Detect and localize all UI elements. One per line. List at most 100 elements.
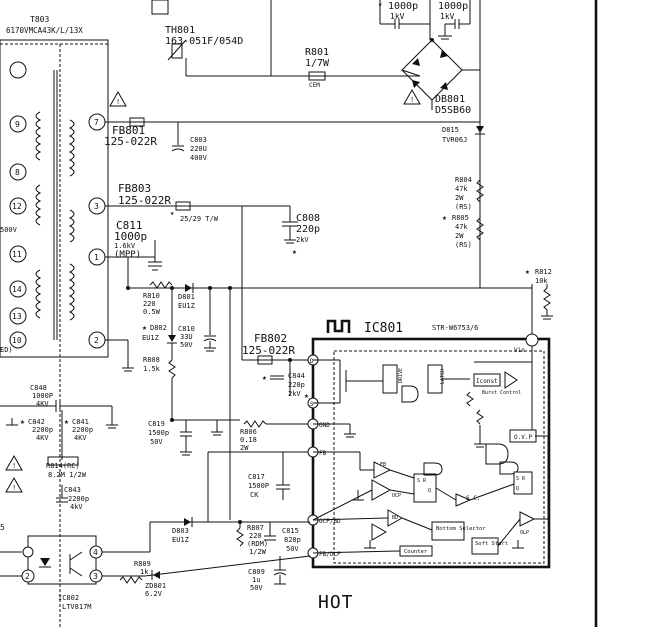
svg-text:0.5W: 0.5W [143,308,161,316]
svg-text:4: 4 [93,548,98,557]
svg-text:2: 2 [25,572,30,581]
svg-text:C810: C810 [178,325,195,333]
svg-text:★: ★ [292,247,297,256]
svg-text:Q: Q [516,486,519,492]
ferrite-fb803: FB803 125-022R ★ 25/29 T/W C808 220p 2kV… [105,182,320,360]
svg-text:C811: C811 [116,219,143,232]
svg-text:50V: 50V [286,545,299,553]
svg-text:2W: 2W [240,444,249,452]
svg-text:ZD801: ZD801 [145,582,166,590]
resistor-r807: R807 220 (RDM) 1/2W [236,522,268,556]
svg-text:GND: GND [319,422,330,429]
svg-text:1: 1 [94,253,99,262]
svg-text:163-051F/054D: 163-051F/054D [165,36,243,47]
svg-text:Soft Start: Soft Start [475,541,508,547]
svg-text:125-022R: 125-022R [118,194,171,207]
thermistor-th801: TH801 163-051F/054D [151,0,420,77]
svg-text:★: ★ [64,417,69,426]
svg-text:220: 220 [143,300,156,308]
svg-text:LTV817M: LTV817M [62,603,92,611]
svg-text:R806: R806 [240,428,257,436]
svg-text:2200p: 2200p [68,495,89,503]
svg-text:TH801: TH801 [165,25,195,36]
svg-text:ED): ED) [0,346,13,354]
svg-text:400V: 400V [190,154,208,162]
svg-text:10k: 10k [535,277,548,285]
svg-text:4KV: 4KV [74,434,87,442]
svg-text:Counter: Counter [404,549,428,555]
svg-text:S: S [310,401,314,408]
svg-text:220U: 220U [190,145,207,153]
svg-text:Vin: Vin [514,347,525,354]
svg-text:!: ! [116,98,120,106]
svg-text:R804: R804 [455,176,472,184]
svg-text:1/7W: 1/7W [305,58,330,69]
svg-text:11: 11 [12,250,22,259]
svg-text:DRIVE: DRIVE [398,368,404,383]
svg-text:2W: 2W [455,194,464,202]
capacitor-c844: ★ C844 220p 2kV ★ [262,372,309,400]
svg-text:1kV: 1kV [390,12,405,21]
svg-text:S R: S R [516,476,526,482]
svg-text:Bottom Selector: Bottom Selector [436,526,486,532]
svg-text:1.5k: 1.5k [143,365,161,373]
svg-text:Q: Q [428,488,431,494]
svg-text:D815: D815 [442,126,459,134]
svg-text:D801: D801 [178,293,195,301]
svg-text:500V: 500V [0,226,18,234]
svg-text:R810: R810 [143,292,160,300]
svg-text:8: 8 [15,168,20,177]
svg-text:IC802: IC802 [58,594,79,602]
svg-text:6.2V: 6.2V [145,590,163,598]
bridge-rectifier-db801: ! DB801 D5SB60 [401,0,481,285]
svg-text:7: 7 [94,118,99,127]
svg-text:50V: 50V [180,341,193,349]
svg-text:C841: C841 [72,418,89,426]
svg-text:1000p: 1000p [114,230,147,243]
svg-text:★: ★ [142,323,147,332]
t803-ref: T803 [30,15,49,24]
svg-text:3: 3 [94,202,99,211]
svg-text:1500P: 1500P [248,482,269,490]
capacitor-c817: C817 1500P CK [248,451,310,500]
svg-text:4kV: 4kV [70,503,83,511]
svg-text:FB802: FB802 [254,332,287,345]
svg-text:Iconst: Iconst [476,378,498,385]
svg-text:R805: R805 [452,214,469,222]
svg-text:D: D [310,358,314,365]
svg-text:1000P: 1000P [32,392,53,400]
resistors-r804-r805: R804 47k 2W (RS) ★ R805 47k 2W (RS) [442,176,484,249]
capacitor-c843: C843 2200p 4kV [56,485,89,511]
svg-text:FB803: FB803 [118,182,151,195]
svg-text:25/29 T/W: 25/29 T/W [180,215,219,223]
capacitor-c809: C809 1u 50V [248,556,287,592]
svg-text:125-022R: 125-022R [242,344,295,357]
svg-text:47k: 47k [455,185,468,193]
transformer-t803: T803 6170VMCA43K/L/13X 9 8 12 11 14 13 1… [0,15,127,627]
resistor-r814: R814(RC) 8.2M 1/2W [46,456,87,479]
svg-text:(MPP): (MPP) [114,250,141,260]
svg-text:1000p: 1000p [438,1,468,12]
svg-text:OCP/BD: OCP/BD [319,518,341,525]
svg-text:8.2M 1/2W: 8.2M 1/2W [48,471,87,479]
svg-text:R812: R812 [535,268,552,276]
svg-text:★: ★ [170,209,175,217]
svg-text:2kV: 2kV [288,390,301,398]
capacitors-c848-c841: C848 1000P 4KV ★ C842 2200p 4KV ★ C841 2… [0,384,118,493]
svg-text:(RDM): (RDM) [247,540,268,548]
svg-text:33U: 33U [180,333,193,341]
svg-text:C809: C809 [248,568,265,576]
svg-text:220p: 220p [288,381,305,389]
svg-text:13: 13 [12,312,22,321]
svg-text:4KV: 4KV [36,400,49,408]
svg-text:FB/OLP: FB/OLP [319,551,341,558]
resistor-r806: R806 0.18 2W [240,420,310,452]
svg-text:2kV: 2kV [296,236,309,244]
zener-zd801: ZD801 6.2V [144,555,311,598]
capacitor-c815: C815 820p 50V [264,522,301,553]
optocoupler-ltv817m: 4 2 3 IC802 LTV817M [0,535,150,611]
svg-text:C819: C819 [148,420,165,428]
ic801: IC801 STR-W6753/6 Vin D S GND FB OCP/BD … [307,319,551,569]
svg-text:CK: CK [250,491,259,499]
